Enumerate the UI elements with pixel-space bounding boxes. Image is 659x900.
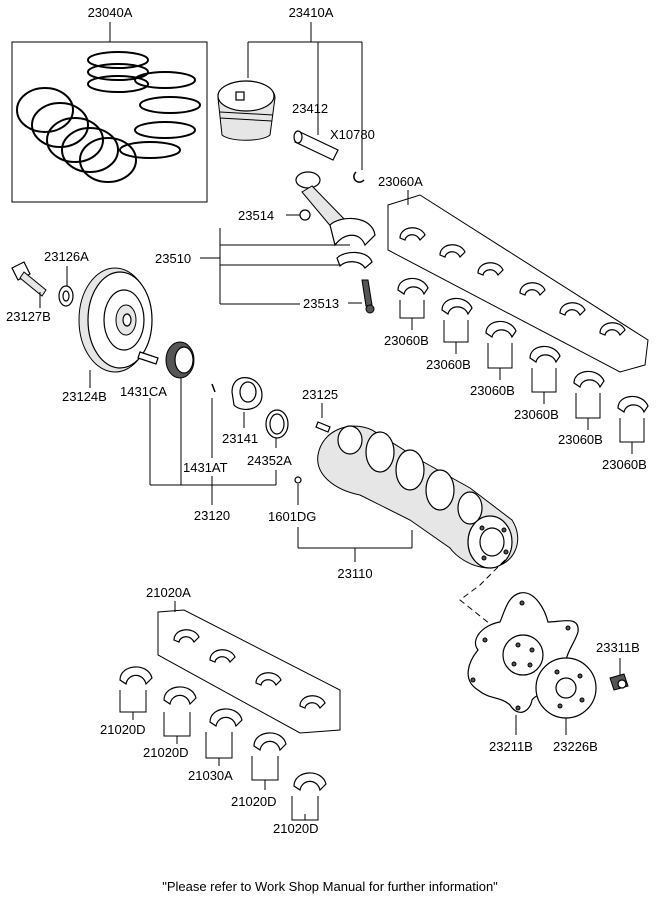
crankshaft-group-lines — [297, 527, 413, 562]
label-23126A: 23126A — [44, 249, 89, 264]
piston-pin[interactable] — [293, 130, 339, 161]
crankshaft-key[interactable] — [315, 421, 331, 433]
label-23141: 23141 — [222, 431, 258, 446]
crankshaft[interactable] — [317, 425, 519, 569]
label-23514: 23514 — [238, 208, 274, 223]
thrust-washer[interactable] — [231, 377, 263, 410]
label-23124B: 23124B — [62, 389, 107, 404]
label-1601DG: 1601DG — [268, 509, 316, 524]
lower-rod-bearings[interactable] — [119, 666, 327, 792]
label-23060B-3: 23060B — [470, 383, 515, 398]
label-24352A: 24352A — [247, 453, 292, 468]
rod-bearing-set[interactable] — [157, 609, 341, 734]
label-23060B-2: 23060B — [426, 357, 471, 372]
label-21020D-3: 21020D — [231, 794, 277, 809]
label-23510: 23510 — [155, 251, 191, 266]
label-23127B: 23127B — [6, 309, 51, 324]
label-23226B: 23226B — [553, 739, 598, 754]
label-23060B-6: 23060B — [602, 457, 647, 472]
main-bearing-set[interactable] — [387, 194, 649, 373]
lower-rod-bearing-brackets — [119, 690, 319, 821]
label-21020D-1: 21020D — [100, 722, 146, 737]
label-23110: 23110 — [337, 566, 372, 581]
label-23125: 23125 — [302, 387, 338, 402]
label-21020D-2: 21020D — [143, 745, 189, 760]
label-23311B: 23311B — [596, 640, 640, 655]
pulley-washer[interactable] — [58, 285, 74, 307]
pulley-bolt[interactable] — [11, 261, 47, 297]
label-23412: 23412 — [292, 101, 328, 116]
crank-sprocket[interactable] — [165, 341, 195, 379]
label-1431AT: 1431AT — [183, 460, 228, 475]
upper-bearing-halves[interactable] — [397, 277, 649, 414]
sprocket-group-lines — [149, 378, 277, 505]
small-pin[interactable] — [211, 383, 216, 393]
label-23211B: 23211B — [489, 739, 533, 754]
label-21030A: 21030A — [188, 768, 233, 783]
piston[interactable] — [217, 80, 276, 141]
label-23060B-5: 23060B — [558, 432, 603, 447]
rod-bolt[interactable] — [361, 279, 375, 314]
reinforcement-plate[interactable] — [535, 657, 597, 719]
piston-ring-set-group — [11, 22, 208, 203]
rod-group-lines — [200, 228, 350, 305]
dowel-pin[interactable] — [294, 476, 302, 484]
label-23120: 23120 — [194, 508, 230, 523]
rod-nut[interactable] — [299, 209, 311, 221]
label-21020D-4: 21020D — [273, 821, 319, 836]
label-23060A: 23060A — [378, 174, 423, 189]
label-23060B-4: 23060B — [514, 407, 559, 422]
flywheel-bolt[interactable] — [609, 673, 629, 691]
label-23513: 23513 — [303, 296, 339, 311]
seal-ring[interactable] — [265, 409, 289, 439]
crank-key[interactable] — [137, 351, 159, 365]
label-21020A: 21020A — [146, 585, 191, 600]
label-X10780: X10780 — [330, 127, 375, 142]
label-23040A: 23040A — [88, 5, 133, 20]
label-1431CA: 1431CA — [120, 384, 167, 399]
footer-note: "Please refer to Work Shop Manual for fu… — [162, 879, 498, 894]
rod-bearing-cap[interactable] — [336, 251, 373, 269]
piston-group-lines — [247, 22, 363, 170]
label-23060B-1: 23060B — [384, 333, 429, 348]
upper-bearing-brackets — [399, 300, 645, 454]
label-23410A: 23410A — [289, 5, 334, 20]
piston-rings[interactable] — [16, 51, 201, 183]
connecting-rod[interactable] — [295, 171, 376, 247]
snap-ring[interactable] — [353, 171, 365, 183]
damper-pulley[interactable] — [78, 267, 153, 373]
